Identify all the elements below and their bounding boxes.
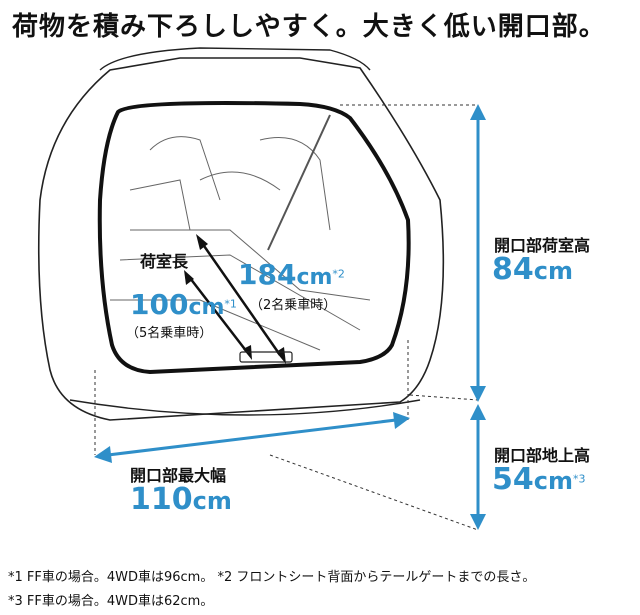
width-unit: cm [192,487,232,515]
rear-length-mark: *2 [332,267,345,281]
opening-height-title: 開口部荷室高 [494,236,591,255]
headline: 荷物を積み下ろししやすく。大きく低い開口部。 [12,12,606,42]
rear-length-unit: cm [296,265,333,290]
ground-height-unit: cm [533,467,573,495]
footnote-1: *1 FF車の場合。4WD車は96cm。 *2 フロントシート背面からテールゲー… [8,570,536,585]
cargo-opening-outline [97,101,411,375]
rear-length-note: （2名乗車時） [250,298,337,313]
width-arrow [94,412,410,463]
opening-height-number: 84 [492,252,534,287]
footnote-2: *3 FF車の場合。4WD車は62cm。 [8,594,214,609]
front-length-value: 100cm*1 [130,288,237,321]
rear-bumper [69,399,421,416]
front-length-number: 100 [130,288,189,321]
front-length-mark: *1 [224,297,237,311]
tailgate-latch [239,351,293,363]
opening-height-unit: cm [533,257,573,285]
front-length-note: （5名乗車時） [126,326,213,341]
gas-strut [267,114,331,251]
interior-lines [110,136,371,351]
width-number: 110 [130,482,193,517]
front-length-unit: cm [188,295,225,320]
ground-height-value: 54cm*3 [492,462,585,497]
ground-height-mark: *3 [572,472,586,486]
height-arrows [470,104,486,530]
rear-length-value: 184cm*2 [238,258,345,291]
opening-height-value: 84cm [492,252,573,287]
ground-height-number: 54 [492,462,534,497]
cargo-length-title: 荷室長 [140,252,189,271]
width-title: 開口部最大幅 [130,466,227,485]
tailgate-outline [99,47,371,71]
rear-length-number: 184 [238,258,297,291]
width-value: 110cm [130,482,232,517]
ground-height-title: 開口部地上高 [494,446,591,465]
length-arrows [184,234,286,364]
car-body-outline [37,57,445,421]
guide-lines [94,104,479,531]
